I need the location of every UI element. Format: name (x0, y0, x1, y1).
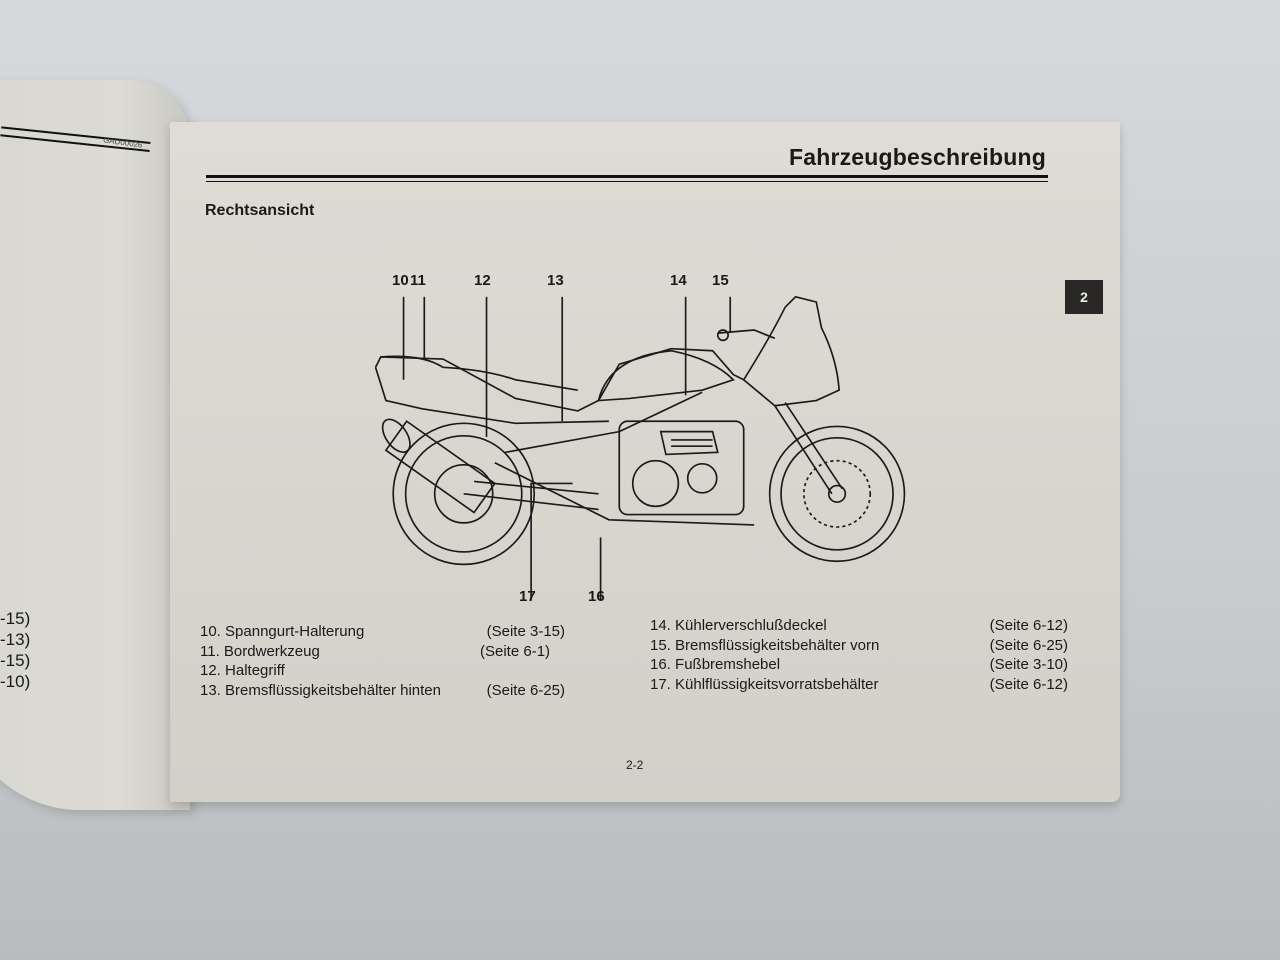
legend-left: 10. Spanngurt-Halterung(Seite 3-15) 11. … (200, 622, 565, 700)
legend-item: 12. Haltegriff (200, 662, 285, 679)
legend-item: 14. Kühlerverschlußdeckel(Seite 6-12) (650, 617, 1068, 634)
legend-item: 15. Bremsflüssigkeitsbehälter vorn(Seite… (650, 636, 1068, 654)
legend-item: 10. Spanngurt-Halterung(Seite 3-15) (200, 623, 565, 640)
legend-item: 16. Fußbremshebel(Seite 3-10) (650, 656, 1068, 673)
legend-item: 17. Kühlflüssigkeitsvorratsbehälter(Seit… (650, 675, 1068, 693)
left-page: GAU00026 -15) -13) -15) -10) (0, 80, 190, 810)
callout-12: 12 (474, 272, 491, 289)
callout-13: 13 (547, 272, 564, 289)
chapter-title: Fahrzeugbeschreibung (788, 144, 1046, 170)
right-page: Fahrzeugbeschreibung Rechtsansicht 2 10 … (170, 122, 1120, 802)
callout-11: 11 (410, 272, 426, 289)
legend-right: 14. Kühlerverschlußdeckel(Seite 6-12) 15… (650, 616, 1068, 694)
section-title: Rechtsansicht (205, 202, 315, 219)
left-page-refs: -15) -13) -15) -10) (0, 609, 31, 691)
page-number: 2-2 (626, 758, 644, 772)
motorcycle-diagram (374, 295, 906, 600)
legend-item: 11. Bordwerkzeug(Seite 6-1) (200, 642, 551, 660)
callout-15: 15 (712, 272, 729, 289)
chapter-tab: 2 (1065, 280, 1103, 314)
legend-item: 13. Bremsflüssigkeitsbehälter hinten(Sei… (200, 681, 565, 699)
title-rule (206, 175, 1048, 182)
callout-14: 14 (670, 272, 687, 289)
callout-10: 10 (392, 272, 409, 289)
